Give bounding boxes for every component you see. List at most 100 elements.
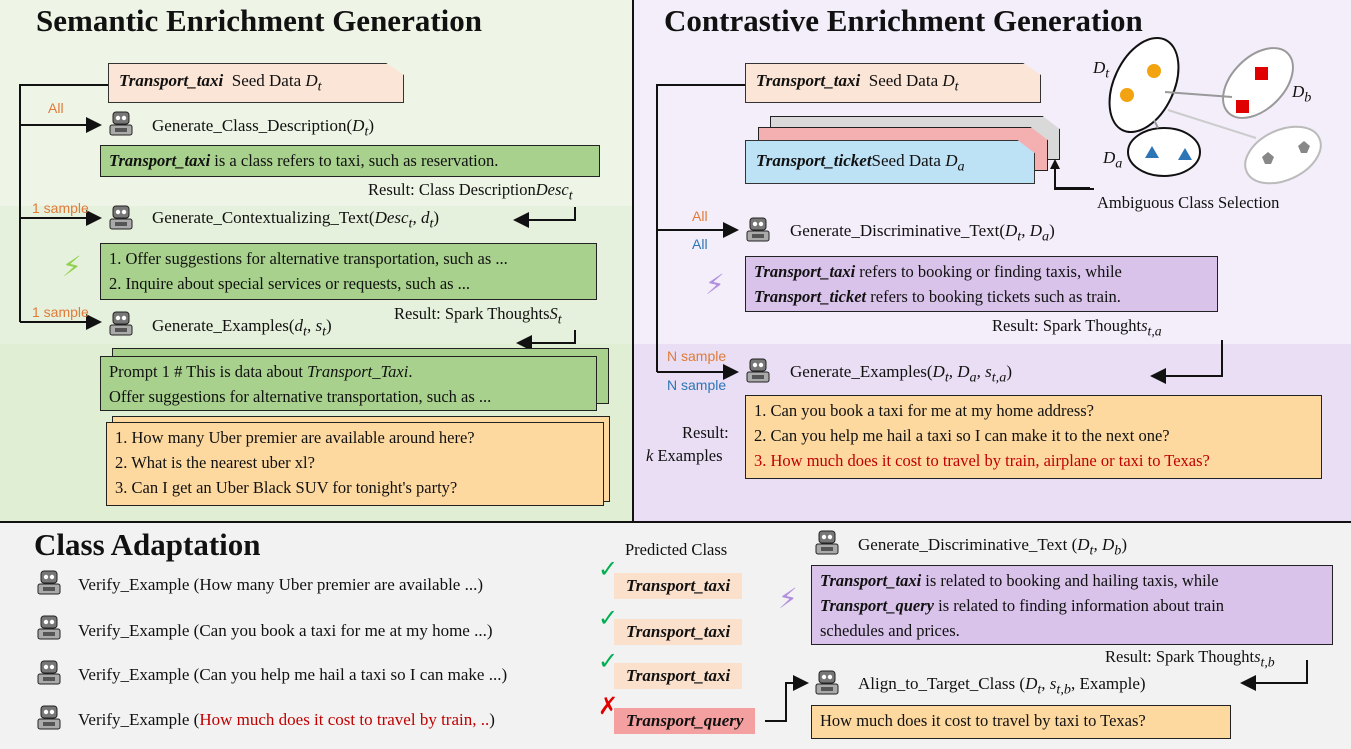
final-example-text: How much does it cost to travel by taxi …: [820, 711, 1146, 730]
cluster-label-b-text: D: [1292, 82, 1305, 101]
adapt-disc-text-1: is related to booking and hailing taxis,…: [921, 571, 1219, 590]
ambiguous-arrow: [1050, 159, 1094, 190]
verify-prefix: Verify_Example (: [78, 575, 200, 594]
semantic-title: Semantic Enrichment Generation: [36, 3, 483, 38]
prompt-line-1b: Transport_Taxi: [307, 362, 409, 381]
robot-icon: [745, 217, 771, 243]
disc-text-1: refers to booking or finding taxis, whil…: [855, 262, 1122, 281]
fn-discriminative-text: Generate_Discriminative_Text(Dt, Da): [790, 221, 1055, 245]
disc-class-2: Transport_ticket: [754, 287, 867, 306]
verify-text-3: Can you help me hail a taxi so I can mak…: [199, 665, 508, 684]
robot-icon: [108, 205, 134, 231]
examples-box: 1. How many Uber premier are available a…: [106, 422, 604, 506]
check-icon: ✓: [598, 555, 619, 583]
fn-class-description: Generate_Class_Description(Dt): [152, 116, 375, 140]
predicted-class-label: Predicted Class: [625, 540, 728, 559]
cluster-label-a: Da: [1103, 148, 1123, 172]
discriminative-text-box: Transport_taxi refers to booking or find…: [745, 256, 1218, 312]
disc-class-1: Transport_taxi: [754, 262, 856, 281]
predicted-class-4: Transport_query: [614, 708, 756, 734]
cluster-label-b: Db: [1292, 82, 1312, 106]
verify-text-4: How much does it cost to travel by train…: [199, 710, 490, 729]
prompt-line-1a: Prompt 1 # This is data about: [109, 362, 308, 381]
adapt-disc-class-2: Transport_query: [820, 596, 934, 615]
robot-icon: [36, 615, 62, 641]
fn-align-to-target-class: Align_to_Target_Class (Dt, st,b, Example…: [858, 674, 1146, 698]
label-1-sample-a: 1 sample: [32, 200, 89, 216]
result-class-description: Result: Class DescriptionDesct: [368, 180, 573, 203]
fn-disc-label: Generate_Discriminative_Text (: [858, 535, 1078, 554]
verify-text-1: How many Uber premier are available ...): [199, 575, 484, 594]
seed-text: Seed Data: [231, 71, 306, 90]
cross-icon: ✗: [598, 692, 619, 720]
result-spark-label: Result: Spark Thought: [992, 316, 1142, 335]
contrastive-seed-text: Seed Data: [868, 71, 943, 90]
seed-sub: t: [317, 78, 322, 95]
verify-example-3: Verify_Example (Can you help me hail a t…: [78, 665, 507, 685]
semantic-seed-box: Transport_taxi Seed Data Dt: [108, 63, 404, 103]
result-spark-label: Result: Spark Thought: [1105, 647, 1255, 666]
contrastive-examples-box: 1. Can you book a taxi for me at my home…: [745, 395, 1322, 479]
contextualizing-text-box: 1. Offer suggestions for alternative tra…: [100, 243, 597, 300]
predicted-class-1: Transport_taxi: [614, 573, 743, 599]
fn-align-end: , Example): [1070, 674, 1146, 693]
verify-text-2: Can you book a taxi for me at my home ..…: [199, 621, 493, 640]
label-all-orange: All: [692, 208, 708, 224]
fn-discriminative-text-adapt: Generate_Discriminative_Text (Dt, Db): [858, 535, 1127, 559]
fn-contextualizing-text: Generate_Contextualizing_Text(Desct, dt): [152, 208, 440, 232]
adapt-disc-class-1: Transport_taxi: [820, 571, 922, 590]
adapt-disc-line-2: Transport_query is related to finding in…: [820, 593, 1324, 618]
ticket-seed-box: Transport_ticketSeed Data Da: [745, 140, 1035, 184]
adaptation-title: Class Adaptation: [34, 527, 261, 562]
lightning-icon: ⚡: [62, 250, 82, 283]
contrastive-title: Contrastive Enrichment Generation: [664, 3, 1143, 38]
seed-var: D: [305, 71, 318, 90]
contrastive-example-1: 1. Can you book a taxi for me at my home…: [754, 401, 1094, 420]
robot-icon: [108, 111, 134, 137]
context-line-2: 2. Inquire about special services or req…: [109, 274, 471, 293]
context-line-1: 1. Offer suggestions for alternative tra…: [109, 249, 508, 268]
verify-example-1: Verify_Example (How many Uber premier ar…: [78, 575, 483, 595]
ticket-text: Seed Data: [871, 151, 946, 170]
desc-text: is a class refers to taxi, such as reser…: [210, 151, 499, 170]
robot-icon: [745, 358, 771, 384]
adapt-result-spark: Result: Spark Thoughtst,b: [1105, 647, 1275, 670]
desc-class: Transport_taxi: [109, 151, 211, 170]
example-line-3: 3. Can I get an Uber Black SUV for tonig…: [115, 478, 458, 497]
verify-example-2: Verify_Example (Can you book a taxi for …: [78, 621, 493, 641]
label-1-sample-b: 1 sample: [32, 304, 89, 320]
fn-context-label: Generate_Contextualizing_Text(: [152, 208, 375, 227]
cluster-label-a-text: D: [1103, 148, 1116, 167]
prompt-line-2: Offer suggestions for alternative transp…: [109, 387, 492, 406]
fn-examples-label: Generate_Examples(: [790, 362, 933, 381]
class-description-box: Transport_taxi is a class refers to taxi…: [100, 145, 600, 177]
label-all: All: [48, 100, 64, 116]
predicted-class-3: Transport_taxi: [614, 663, 743, 689]
result-k: k: [646, 446, 654, 465]
prompt-line-1c: .: [408, 362, 413, 381]
seed-class: Transport_taxi: [119, 71, 224, 90]
example-line-2: 2. What is the nearest uber xl?: [115, 453, 315, 472]
contrastive-seed-class: Transport_taxi: [756, 71, 861, 90]
verify-prefix: Verify_Example (: [78, 621, 200, 640]
fn-generate-examples: Generate_Examples(dt, st): [152, 316, 332, 340]
fn-desc-end: ): [368, 116, 375, 135]
prompt-box: Prompt 1 # This is data about Transport_…: [100, 356, 597, 411]
adapt-discriminative-box: Transport_taxi is related to booking and…: [811, 565, 1333, 645]
verify-prefix: Verify_Example (: [78, 710, 200, 729]
robot-icon: [108, 311, 134, 337]
fn-generate-examples-contrastive: Generate_Examples(Dt, Da, st,a): [790, 362, 1012, 386]
result-spark-thoughts: Result: Spark ThoughtsSt: [394, 304, 562, 327]
final-example-box: How much does it cost to travel by taxi …: [811, 705, 1231, 739]
ticket-class: Transport_ticket: [756, 151, 872, 170]
contrastive-seed-box: Transport_taxi Seed Data Dt: [745, 63, 1041, 103]
prompt-line-1: Prompt 1 # This is data about Transport_…: [109, 359, 588, 384]
predicted-class-2: Transport_taxi: [614, 619, 743, 645]
disc-text-2: refers to booking tickets such as train.: [866, 287, 1121, 306]
example-line-1: 1. How many Uber premier are available a…: [115, 428, 475, 447]
result-spark-thought: Result: Spark Thoughtst,a: [992, 316, 1162, 339]
fn-desc-label: Generate_Class_Description(: [152, 116, 353, 135]
contrastive-example-2: 2. Can you help me hail a taxi so I can …: [754, 426, 1170, 445]
fn-align-label: Align_to_Target_Class (: [858, 674, 1026, 693]
result-desc-label: Result: Class Description: [368, 180, 536, 199]
